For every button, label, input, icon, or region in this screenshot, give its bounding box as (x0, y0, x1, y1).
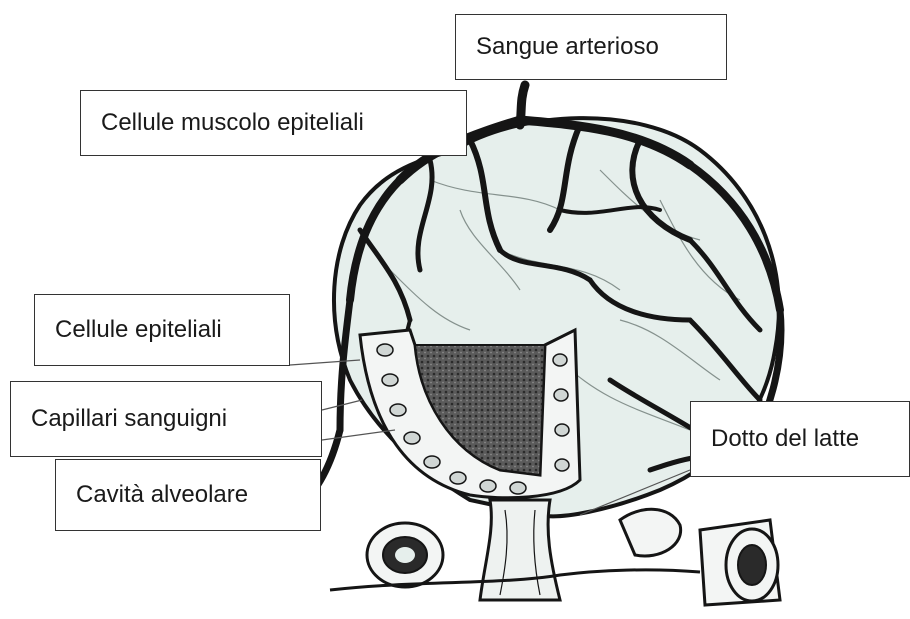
label-capillari-sanguigni-text: Capillari sanguigni (31, 405, 227, 433)
label-sangue-arterioso-text: Sangue arterioso (476, 33, 659, 61)
label-cellule-muscolo-epiteliali-text: Cellule muscolo epiteliali (101, 109, 364, 137)
label-cavita-alveolare-text: Cavità alveolare (76, 481, 248, 509)
label-dotto-del-latte-text: Dotto del latte (711, 425, 859, 453)
label-sangue-arterioso: Sangue arterioso (455, 14, 727, 80)
milk-duct (480, 500, 560, 600)
tube-right (700, 520, 780, 605)
epithelial-wall (360, 330, 580, 498)
label-cellule-epiteliali: Cellule epiteliali (34, 294, 290, 366)
label-cellule-muscolo-epiteliali: Cellule muscolo epiteliali (80, 90, 467, 156)
label-cavita-alveolare: Cavità alveolare (55, 459, 321, 531)
label-dotto-del-latte: Dotto del latte (690, 401, 910, 477)
label-capillari-sanguigni: Capillari sanguigni (10, 381, 322, 457)
tube-left (367, 523, 443, 587)
label-cellule-epiteliali-text: Cellule epiteliali (55, 316, 222, 344)
